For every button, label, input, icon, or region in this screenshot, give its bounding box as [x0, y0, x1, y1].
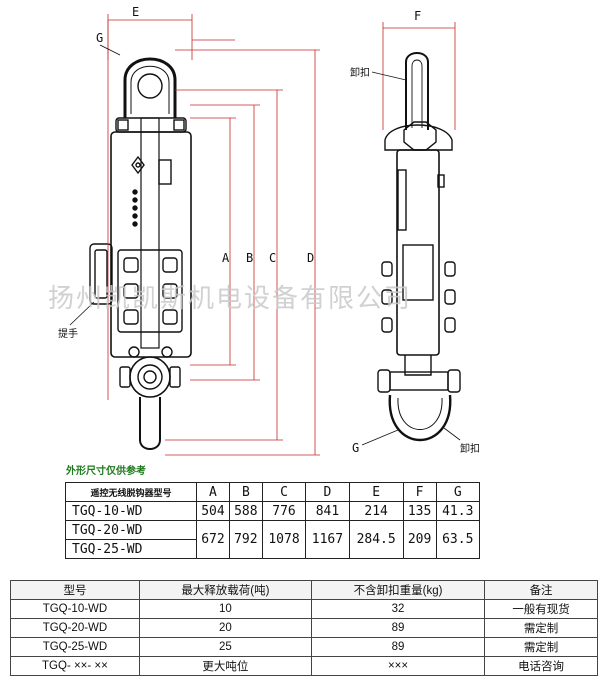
- header-b: B: [228, 482, 263, 502]
- value-cell: 776: [261, 501, 307, 521]
- table-row: TGQ-20-WD 20 89 需定制: [10, 618, 598, 638]
- header-a: A: [196, 482, 230, 502]
- table-row: TGQ-25-WD: [65, 539, 480, 559]
- table-cell: 需定制: [484, 637, 598, 657]
- value-cell: 1078: [261, 520, 307, 559]
- dimension-e-label: E: [132, 5, 139, 19]
- table-cell: 89: [310, 618, 486, 638]
- front-view-labels: E G A B C D 提手: [58, 5, 314, 340]
- table-cell: ×××: [310, 656, 486, 676]
- header-d: D: [305, 482, 350, 502]
- table-cell: 需定制: [484, 618, 598, 638]
- value-cell: 792: [228, 520, 263, 559]
- header-remark: 备注: [484, 580, 598, 600]
- table-cell: 32: [310, 599, 486, 619]
- table-row: TGQ- ××- ×× 更大吨位 ××× 电话咨询: [10, 656, 598, 676]
- dimension-d-label: D: [307, 251, 314, 265]
- model-cell: TGQ-25-WD: [65, 539, 197, 559]
- table-cell: 更大吨位: [138, 656, 312, 676]
- dimension-b-label: B: [246, 251, 253, 265]
- value-cell: 63.5: [435, 520, 481, 559]
- dimension-a-label: A: [222, 251, 230, 265]
- table-cell: 25: [138, 637, 312, 657]
- table-cell: TGQ- ××- ××: [10, 656, 140, 676]
- value-cell: 284.5: [348, 520, 404, 559]
- handle-label: 提手: [58, 327, 78, 340]
- header-model: 型号: [10, 580, 140, 600]
- table-cell: 20: [138, 618, 312, 638]
- header-e: E: [348, 482, 404, 502]
- table-cell: TGQ-20-WD: [10, 618, 140, 638]
- spec-table-header: 型号 最大释放载荷(吨) 不含卸扣重量(kg) 备注: [10, 580, 598, 600]
- side-view: [361, 22, 461, 446]
- model-cell: TGQ-20-WD: [65, 520, 197, 540]
- dimension-table: 遥控无线脱钩器型号 A B C D E F G TGQ-10-WD 504 58…: [65, 482, 481, 559]
- header-max-load: 最大释放载荷(吨): [138, 580, 312, 600]
- dimension-table-header: 遥控无线脱钩器型号 A B C D E F G: [65, 482, 481, 502]
- watermark: 扬州凯凯斯机电设备有限公司: [48, 284, 413, 314]
- table-cell: 89: [310, 637, 486, 657]
- value-cell: 1167: [305, 520, 350, 559]
- value-cell: 588: [228, 501, 263, 521]
- model-cell: TGQ-10-WD: [65, 501, 197, 521]
- table-row: TGQ-10-WD 10 32 一般有现货: [10, 599, 598, 619]
- header-model: 遥控无线脱钩器型号: [65, 482, 197, 502]
- table-row: TGQ-20-WD 672 792 1078 1167 284.5 209 63…: [65, 520, 481, 559]
- value-cell: 672: [196, 520, 230, 559]
- header-c: C: [261, 482, 307, 502]
- value-cell: 214: [348, 501, 404, 521]
- dimension-caption: 外形尺寸仅供参考: [66, 466, 146, 477]
- header-weight: 不含卸扣重量(kg): [310, 580, 486, 600]
- value-cell: 841: [305, 501, 350, 521]
- dimension-g-label: G: [96, 31, 103, 45]
- spec-table: 型号 最大释放载荷(吨) 不含卸扣重量(kg) 备注 TGQ-10-WD 10 …: [10, 580, 598, 676]
- table-row: TGQ-10-WD 504 588 776 841 214 135 41.3: [65, 501, 481, 521]
- value-cell: 209: [402, 520, 437, 559]
- value-cell: 41.3: [435, 501, 481, 521]
- dimension-f-label: F: [414, 9, 421, 23]
- table-cell: 一般有现货: [484, 599, 598, 619]
- table-row: TGQ-25-WD 25 89 需定制: [10, 637, 598, 657]
- table-cell: 电话咨询: [484, 656, 598, 676]
- table-cell: TGQ-10-WD: [10, 599, 140, 619]
- value-cell: 504: [196, 501, 230, 521]
- side-view-labels: F 卸扣 卸扣 G: [350, 9, 480, 455]
- front-view: [69, 14, 320, 456]
- technical-drawing: E G A B C D 提手: [58, 5, 480, 456]
- shackle-bottom-label: 卸扣: [460, 442, 480, 455]
- value-cell: 135: [402, 501, 437, 521]
- header-g: G: [435, 482, 481, 502]
- header-f: F: [402, 482, 437, 502]
- dimension-g-side-label: G: [352, 441, 359, 455]
- table-cell: 10: [138, 599, 312, 619]
- table-cell: TGQ-25-WD: [10, 637, 140, 657]
- shackle-top-label: 卸扣: [350, 66, 370, 79]
- dimension-c-label: C: [269, 251, 276, 265]
